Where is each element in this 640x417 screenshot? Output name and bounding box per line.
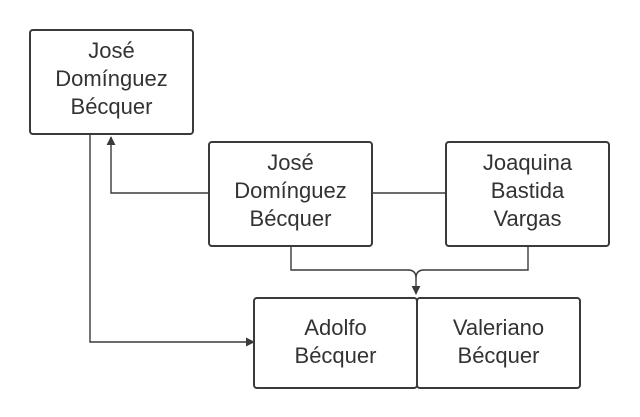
- connectors: [89, 135, 529, 347]
- node-child-1-line-1: Adolfo: [304, 315, 366, 340]
- node-right-line-2: Bastida: [491, 178, 565, 203]
- node-middle-line-3: Bécquer: [250, 206, 332, 231]
- node-top-left-line-2: Domínguez: [55, 66, 168, 91]
- node-right-box: [445, 141, 610, 247]
- node-middle-line-1: José: [267, 150, 313, 175]
- node-right: Joaquina Bastida Vargas: [445, 141, 610, 247]
- node-middle-box: [208, 141, 373, 247]
- node-top-left-box: [29, 29, 194, 135]
- node-child-2-box: [416, 297, 581, 389]
- connector-top-left-to-child: [89, 135, 255, 347]
- connector-middle-to-top-left: [106, 136, 209, 194]
- node-child-1-line-2: Bécquer: [295, 343, 377, 368]
- node-child-2-line-2: Bécquer: [458, 343, 540, 368]
- node-middle: José Domínguez Bécquer: [208, 141, 373, 247]
- node-middle-line-2: Domínguez: [234, 178, 347, 203]
- node-child-1: Adolfo Bécquer: [253, 297, 418, 389]
- node-top-left-line-3: Bécquer: [71, 94, 153, 119]
- node-right-line-3: Vargas: [493, 206, 561, 231]
- node-top-left: José Domínguez Bécquer: [29, 29, 194, 135]
- node-child-2: Valeriano Bécquer: [416, 297, 581, 389]
- node-right-line-1: Joaquina: [483, 150, 573, 175]
- node-top-left-line-1: José: [88, 38, 134, 63]
- connector-middle-to-junction: [290, 246, 417, 279]
- node-child-2-line-1: Valeriano: [453, 315, 544, 340]
- connector-right-to-junction: [415, 246, 529, 279]
